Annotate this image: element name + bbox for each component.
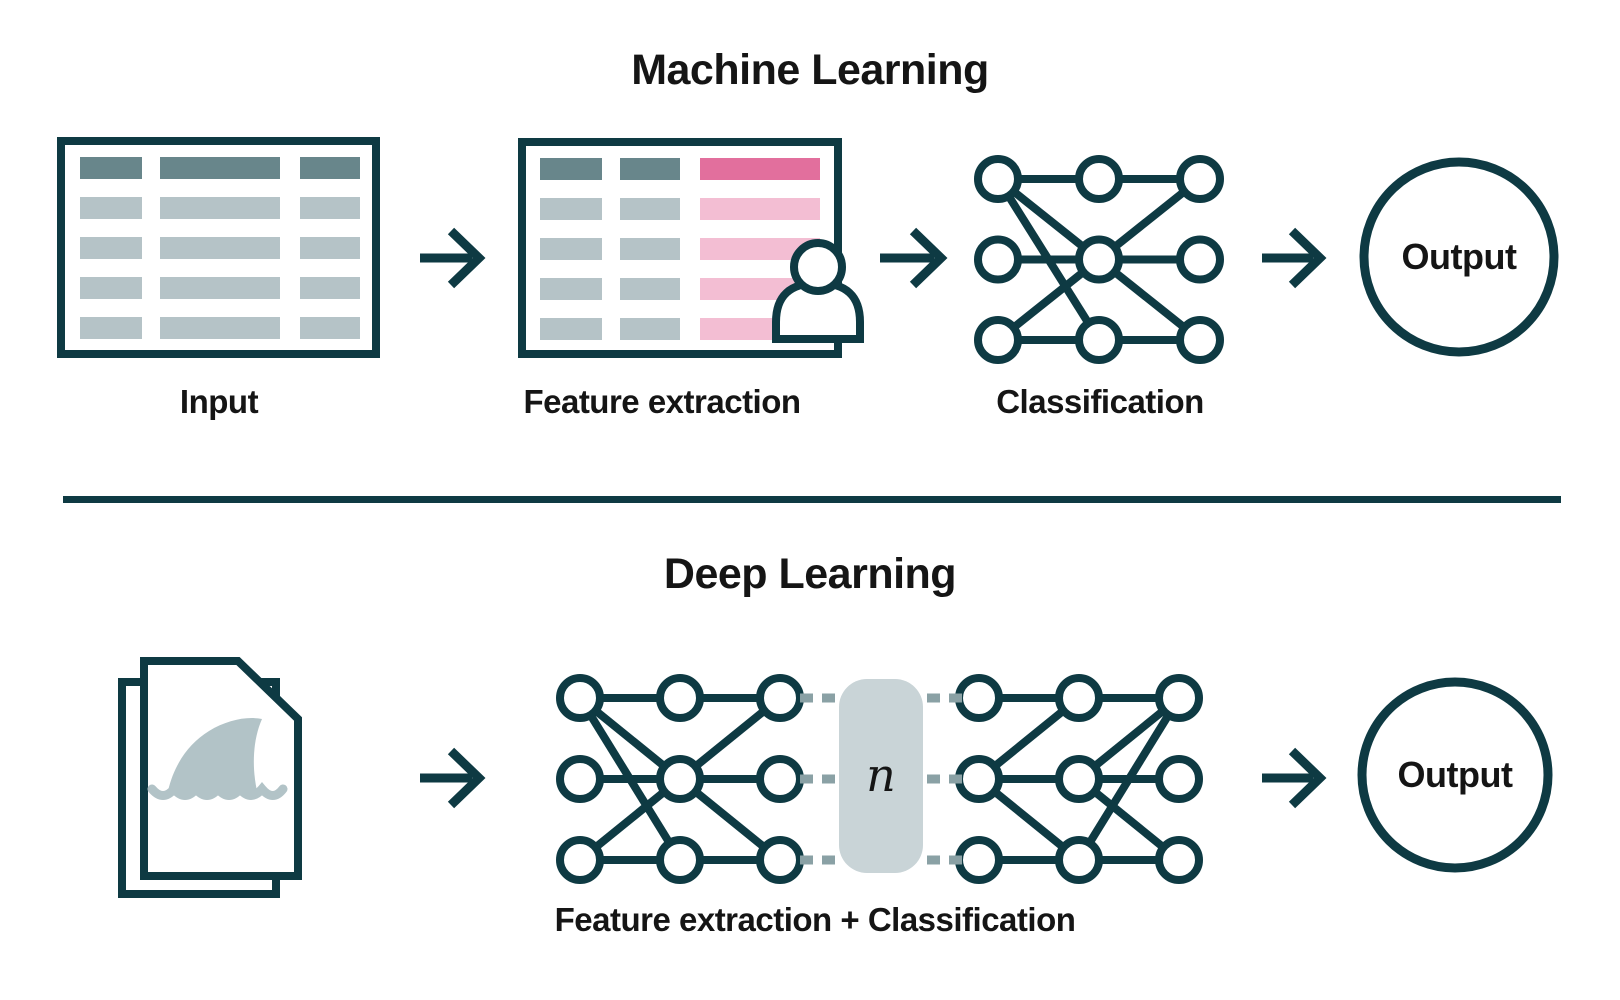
feature-table-cell (540, 198, 602, 220)
feature-table-cell (540, 158, 602, 180)
arrow-feature-to-classification-head (909, 227, 948, 289)
input-table-cell (300, 237, 360, 259)
dl_left-node (656, 674, 704, 722)
dl_left-node (756, 674, 804, 722)
input-table-cell (80, 317, 142, 339)
feature-extraction-label: Feature extraction (523, 383, 801, 420)
feature-table-cell (540, 238, 602, 260)
feature-table-cell (540, 278, 602, 300)
input-table-cell (300, 197, 360, 219)
classification-node (1075, 235, 1123, 284)
dl_right-node (955, 836, 1003, 884)
feature-table-cell (540, 318, 602, 340)
dl-combined-label: Feature extraction + Classification (554, 901, 1076, 938)
dl_right-node (955, 755, 1003, 803)
hidden-layers-symbol: n (866, 747, 896, 802)
dl_right-node (1155, 674, 1203, 722)
feature-table-cell (700, 158, 820, 180)
input-table-cell (80, 197, 142, 219)
input-table-cell (80, 237, 142, 259)
feature-table-cell (700, 238, 820, 260)
dl_right-node (1155, 836, 1203, 884)
dl_right-node (1155, 755, 1203, 803)
dl_left-node (756, 755, 804, 803)
classification-node (1075, 155, 1123, 203)
dl_left-edge (576, 695, 684, 863)
dl_left-node (556, 674, 604, 722)
dl_left-node (656, 836, 704, 884)
shark-fin-icon (168, 718, 262, 791)
section-divider (63, 496, 1561, 503)
input-table-cell (300, 157, 360, 179)
classification-node (1075, 316, 1123, 364)
feature-table-cell (620, 278, 680, 300)
input-table-cell (300, 277, 360, 299)
arrow-classification-to-output-head (1288, 227, 1327, 289)
dl_left-node (556, 755, 604, 803)
classification-edge (994, 176, 1103, 343)
dl_right-node (1055, 836, 1103, 884)
input-table-cell (160, 237, 280, 259)
classification-label: Classification (996, 383, 1204, 420)
classification-node (974, 155, 1022, 203)
input-table-cell (80, 277, 142, 299)
classification-node (1176, 316, 1224, 364)
dl-output-circle (1357, 677, 1553, 873)
person-icon-head (790, 239, 846, 295)
dl_right-node (1055, 755, 1103, 803)
hidden-layers-block (839, 679, 923, 873)
feature-table-cell (620, 238, 680, 260)
input-table-cell (160, 317, 280, 339)
input-label: Input (179, 383, 259, 420)
dl_right-node (1055, 674, 1103, 722)
input-table-cell (80, 157, 142, 179)
feature-table-cell (620, 318, 680, 340)
ml-section-title: Machine Learning (631, 46, 989, 94)
arrow-input-to-feature-head (447, 227, 486, 289)
classification-node (1176, 235, 1224, 284)
arrow-document-to-network-head (447, 747, 486, 809)
dl_right-edge (1075, 695, 1183, 863)
classification-node (1176, 155, 1224, 203)
dl-output-label: Output (1397, 754, 1513, 795)
dl_left-node (756, 836, 804, 884)
input-table-cell (160, 197, 280, 219)
input-table-cell (300, 317, 360, 339)
feature-table-cell (700, 198, 820, 220)
dl_left-node (556, 836, 604, 884)
classification-node (974, 235, 1022, 284)
arrow-network-to-output-head (1288, 747, 1327, 809)
ml-output-circle (1359, 157, 1559, 357)
input-table-cell (160, 157, 280, 179)
feature-table-cell (620, 158, 680, 180)
dl_left-node (656, 755, 704, 803)
classification-node (974, 316, 1022, 364)
input-table-cell (160, 277, 280, 299)
ml-output-label: Output (1401, 236, 1517, 277)
dl_right-node (955, 674, 1003, 722)
feature-table-cell (620, 198, 680, 220)
dl-section-title: Deep Learning (663, 550, 957, 598)
